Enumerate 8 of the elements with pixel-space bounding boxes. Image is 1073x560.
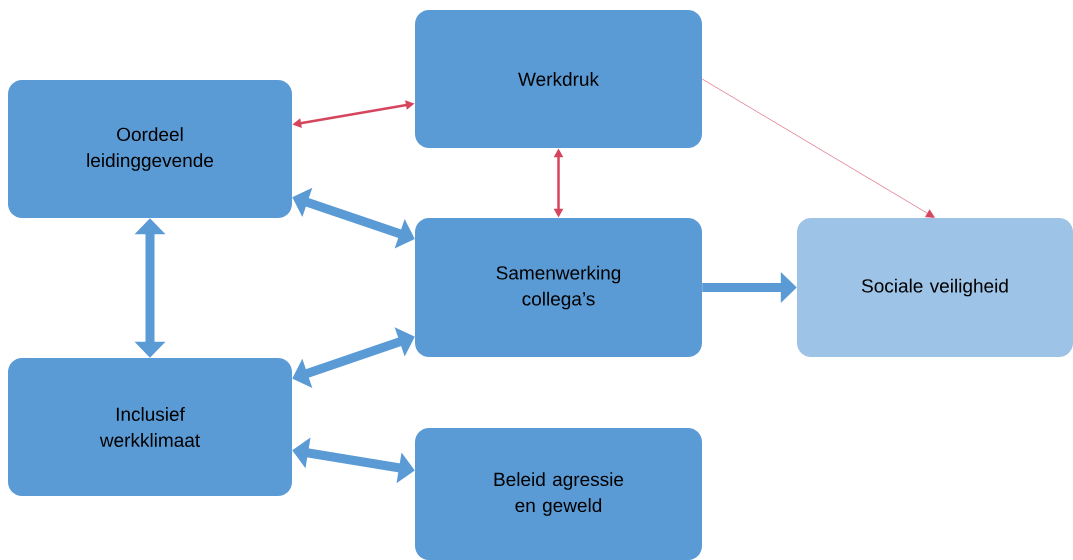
process-box: Sociale veiligheid	[797, 218, 1073, 357]
arrow	[701, 78, 935, 218]
process-box: Beleid agressie en geweld	[415, 428, 702, 560]
process-box: Werkdruk	[415, 10, 702, 148]
arrow	[292, 327, 415, 389]
process-box: Inclusief werkklimaat	[8, 358, 292, 496]
process-box: Oordeel leidinggevende	[8, 80, 292, 218]
process-box: Samenwerking collega’s	[415, 218, 702, 357]
